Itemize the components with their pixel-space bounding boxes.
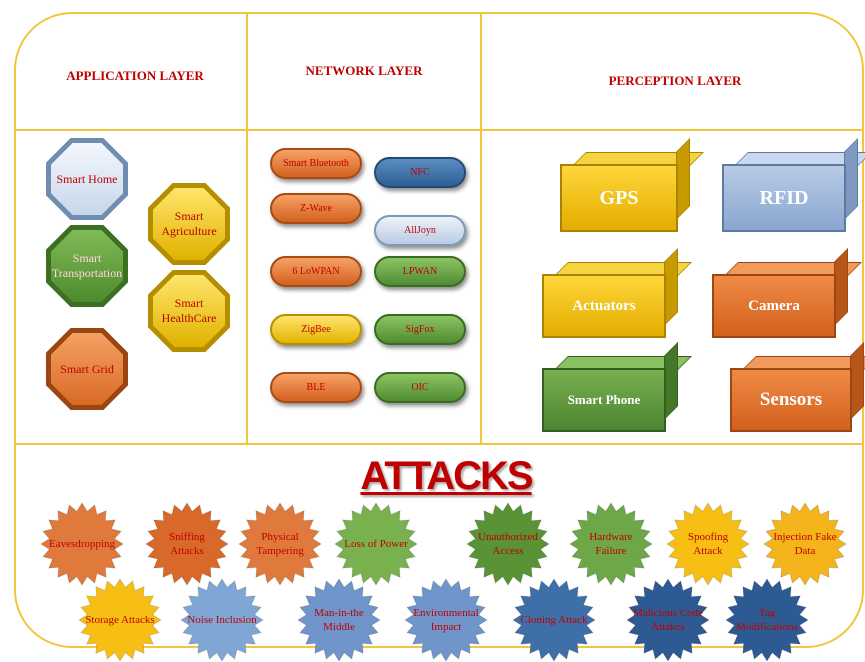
attack-loss-of-power: Loss of Power (334, 502, 418, 586)
network-item-lpwan: LPWAN (374, 256, 466, 287)
attack-spoofing-attack: Spoofing Attack (666, 502, 750, 586)
attack-label: Eavesdropping (49, 538, 115, 550)
app-item-smart-agriculture: Smart Agriculture (148, 183, 230, 265)
network-item-alljoyn: AllJoyn (374, 215, 466, 246)
perception-item-label: Camera (712, 274, 836, 338)
starburst-icon (763, 502, 847, 586)
attack-physical-tampering: Physical Tampering (238, 502, 322, 586)
attack-label: Loss of Power (344, 538, 408, 550)
attacks-title: ATTACKS (360, 454, 533, 498)
attack-hardware-failure: Hardware Failure (569, 502, 653, 586)
app-item-smart-home: Smart Home (46, 138, 128, 220)
starburst-icon (145, 502, 229, 586)
app-item-smart-grid: Smart Grid (46, 328, 128, 410)
attack-label: Spoofing Attack (687, 531, 729, 557)
attack-sniffing-attacks: Sniffing Attacks (145, 502, 229, 586)
attack-label: Cloning Attack (520, 614, 588, 626)
perception-item-gps: GPS (560, 138, 704, 232)
attack-label: Man-in-the Middle (314, 607, 364, 633)
attack-label: Sniffing Attacks (169, 531, 205, 557)
attack-injection-fake-data: Injection Fake Data (763, 502, 847, 586)
network-layer-title: NETWORK LAYER (305, 63, 423, 78)
app-item-smart-transportation: Smart Transportation (46, 225, 128, 307)
attack-label: Storage Attacks (85, 614, 155, 626)
attack-environmental-impact: Environmental Impact (404, 578, 488, 662)
app-item-label: Smart Grid (60, 361, 114, 376)
attack-man-in-the-middle: Man-in-the Middle (297, 578, 381, 662)
app-item-label: Smart HealthCare (161, 296, 217, 325)
app-item-label: Smart Agriculture (161, 209, 217, 238)
application-layer-title: APPLICATION LAYER (66, 68, 204, 83)
attack-label: Unauthorized Access (478, 531, 538, 557)
attack-label: Malicious Code Attakcs (633, 607, 703, 633)
attack-label: Physical Tampering (256, 531, 304, 557)
network-item-oic: OIC (374, 372, 466, 403)
starburst-icon (466, 502, 550, 586)
network-item-ble: BLE (270, 372, 362, 403)
perception-item-label: Sensors (730, 368, 852, 432)
perception-item-rfid: RFID (722, 138, 865, 232)
divider-attacks (14, 443, 864, 445)
starburst-icon (238, 502, 322, 586)
attack-label: Noise Inclusion (187, 614, 257, 626)
attack-cloning-attack: Cloning Attack (512, 578, 596, 662)
divider-app-network (246, 12, 248, 444)
starburst-icon (334, 502, 418, 586)
network-item-6-lowpan: 6 LoWPAN (270, 256, 362, 287)
attack-eavesdropping: Eavesdropping (40, 502, 124, 586)
app-item-smart-healthcare: Smart HealthCare (148, 270, 230, 352)
attack-label: Hardware Failure (589, 531, 633, 557)
starburst-icon (569, 502, 653, 586)
starburst-icon (40, 502, 124, 586)
attack-noise-inclusion: Noise Inclusion (180, 578, 264, 662)
perception-item-camera: Camera (712, 248, 862, 338)
perception-item-label: Actuators (542, 274, 666, 338)
perception-layer-title: PERCEPTION LAYER (608, 73, 742, 88)
perception-item-sensors: Sensors (730, 342, 865, 432)
attack-malicious-code-attakcs: Malicious Code Attakcs (626, 578, 710, 662)
perception-item-smart-phone: Smart Phone (542, 342, 692, 432)
attack-unauthorized-access: Unauthorized Access (466, 502, 550, 586)
app-item-label: Smart Transportation (51, 251, 123, 280)
divider-network-perception (480, 12, 482, 444)
attack-label: Injection Fake Data (773, 531, 837, 557)
network-item-z-wave: Z-Wave (270, 193, 362, 224)
network-item-sigfox: SigFox (374, 314, 466, 345)
starburst-icon (666, 502, 750, 586)
app-item-label: Smart Home (56, 171, 118, 186)
perception-item-label: GPS (560, 164, 678, 232)
attack-label: Environmental Impact (413, 607, 479, 633)
network-item-zigbee: ZigBee (270, 314, 362, 345)
perception-item-label: RFID (722, 164, 846, 232)
network-item-smart-bluetooth: Smart Bluetooth (270, 148, 362, 179)
perception-item-actuators: Actuators (542, 248, 692, 338)
attack-label: Tag Modifications (736, 607, 798, 633)
attack-tag-modifications: Tag Modifications (725, 578, 809, 662)
divider-header (14, 129, 864, 131)
attack-storage-attacks: Storage Attacks (78, 578, 162, 662)
network-item-nfc: NFC (374, 157, 466, 188)
perception-item-label: Smart Phone (542, 368, 666, 432)
